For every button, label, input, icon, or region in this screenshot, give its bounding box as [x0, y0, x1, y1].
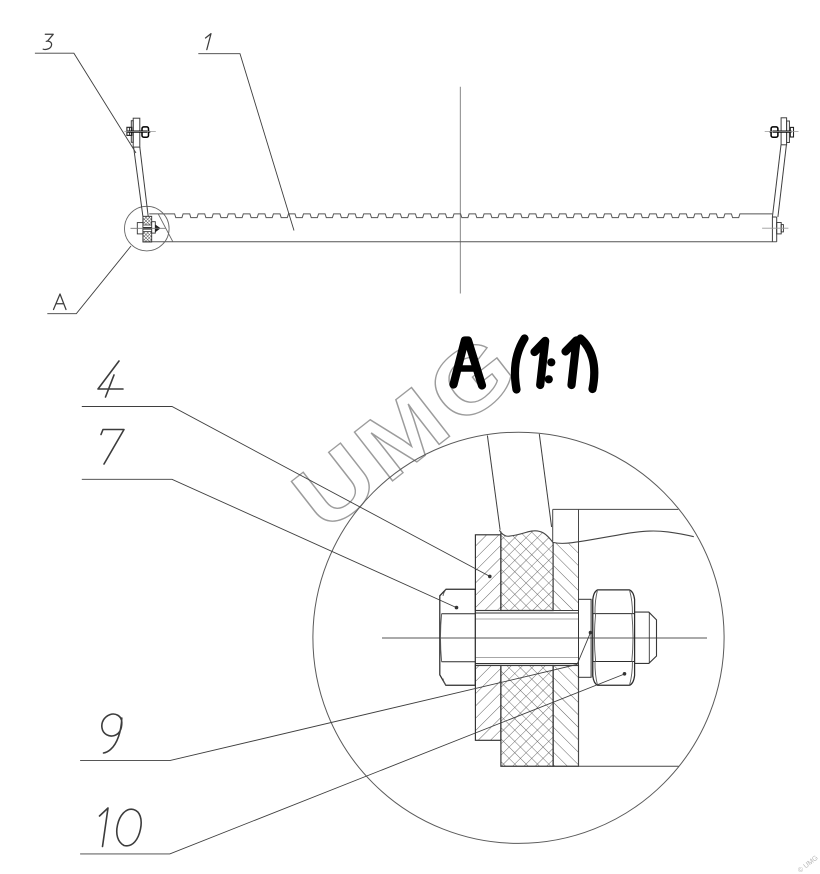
svg-text:© UMG: © UMG [796, 854, 819, 874]
